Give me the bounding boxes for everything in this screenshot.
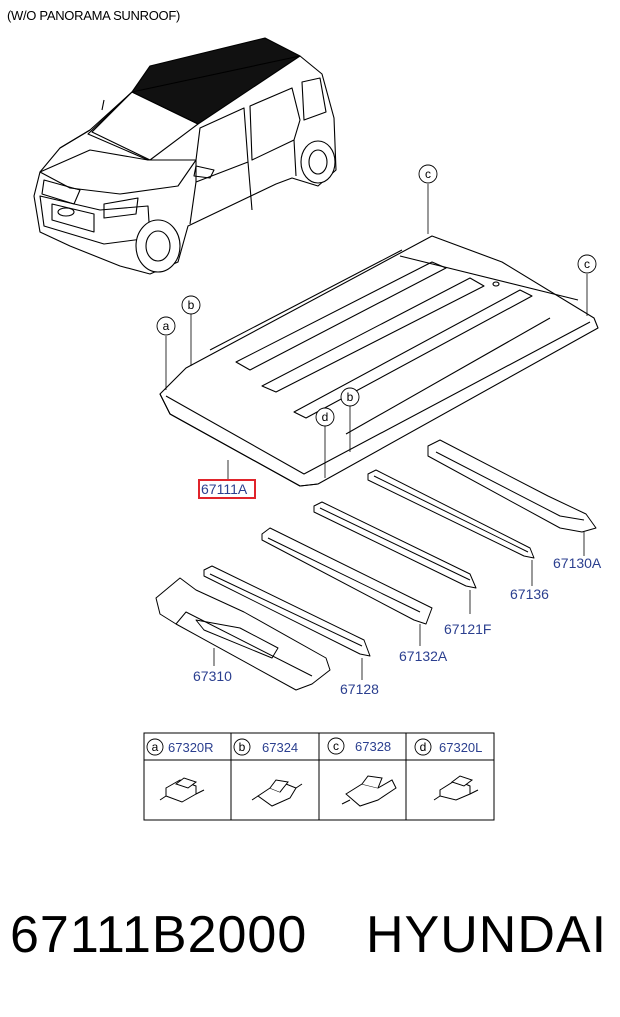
label-67132a[interactable]: 67132A: [399, 648, 448, 664]
highlighted-part-box: [198, 479, 256, 499]
label-67136[interactable]: 67136: [510, 586, 549, 602]
callout-b-left: b: [181, 295, 201, 315]
clip-icon-67320l: [433, 775, 479, 801]
callout-b-middle: b: [340, 387, 360, 407]
car-illustration: [33, 37, 337, 275]
svg-text:a: a: [163, 319, 170, 333]
legend-cell-a[interactable]: a 67320R: [146, 738, 214, 803]
label-67128[interactable]: 67128: [340, 681, 379, 697]
svg-text:b: b: [239, 740, 246, 754]
legend-cell-b[interactable]: b 67324: [233, 738, 303, 807]
callout-a: a: [156, 316, 176, 336]
callout-c-top: c: [418, 164, 438, 184]
label-67111a[interactable]: 67111A: [201, 481, 248, 497]
callout-d: d: [315, 407, 335, 427]
part-67310-shape: [155, 577, 331, 691]
svg-text:c: c: [425, 167, 431, 181]
svg-text:d: d: [420, 740, 427, 754]
roof-panel: [159, 235, 599, 487]
clip-icon-67328: [341, 775, 397, 807]
svg-text:a: a: [152, 740, 159, 754]
legend-cell-c[interactable]: c 67328: [327, 737, 397, 807]
svg-text:67320L: 67320L: [439, 740, 482, 755]
part-number-text: 67111B2000: [10, 906, 308, 964]
car-roof-highlight: [131, 37, 301, 125]
svg-text:c: c: [584, 257, 590, 271]
label-67130a[interactable]: 67130A: [553, 555, 602, 571]
callout-c-right: c: [577, 254, 597, 274]
leader-lines: [165, 184, 588, 680]
clip-legend-table: a 67320R b 67324 c 67328: [143, 732, 495, 821]
clip-icon-67324: [251, 779, 303, 807]
legend-cell-d[interactable]: d 67320L: [414, 738, 482, 801]
svg-text:c: c: [333, 739, 339, 753]
svg-text:67320R: 67320R: [168, 740, 214, 755]
svg-text:b: b: [188, 298, 195, 312]
svg-text:d: d: [322, 410, 329, 424]
label-67121f[interactable]: 67121F: [444, 621, 491, 637]
svg-text:67324: 67324: [262, 740, 298, 755]
diagram-caption: (W/O PANORAMA SUNROOF): [7, 8, 180, 23]
part-67130a-shape: [427, 439, 597, 533]
label-67310[interactable]: 67310: [193, 668, 232, 684]
clip-icon-67320r: [159, 777, 205, 803]
svg-text:67328: 67328: [355, 739, 391, 754]
brand-text: HYUNDAI: [366, 906, 608, 964]
roof-bows: [155, 439, 597, 691]
svg-text:b: b: [347, 390, 354, 404]
part-67121f-shape: [313, 501, 477, 589]
